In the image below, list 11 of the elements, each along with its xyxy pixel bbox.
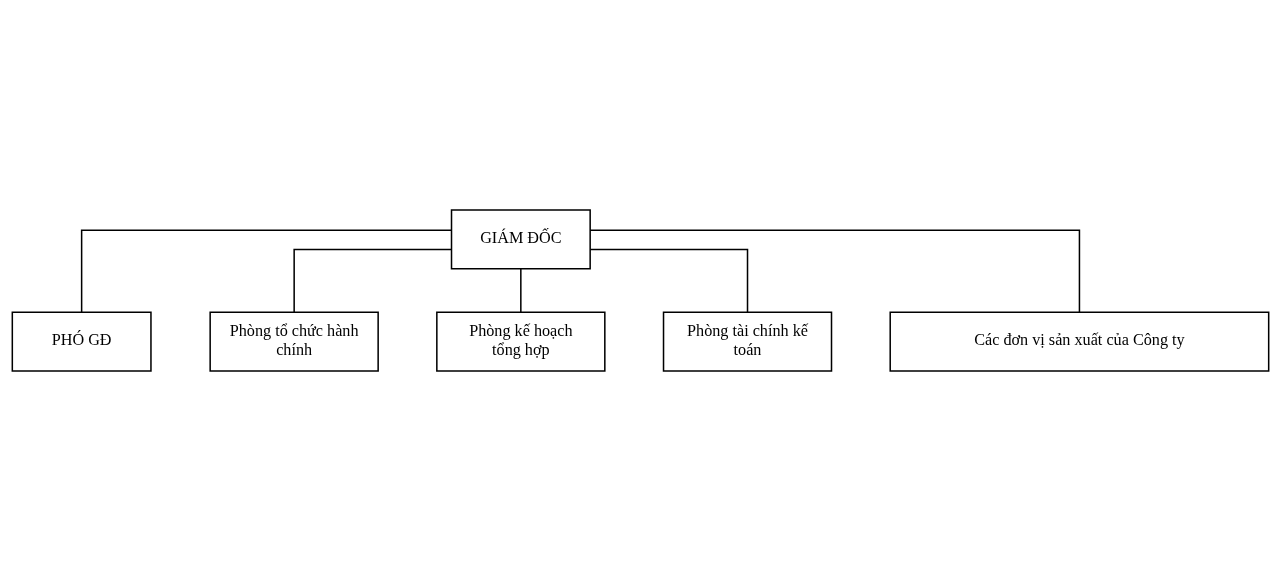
connector [80, 229, 452, 313]
node-box: Phòng kế hoạch tổng hợp [436, 311, 606, 372]
node-box: Các đơn vị sản xuất của Công ty [889, 311, 1270, 372]
connector [589, 229, 1081, 313]
connector [589, 248, 749, 313]
node-box: Phòng tài chính kế toán [662, 311, 833, 372]
node-box: GIÁM ĐỐC [450, 209, 591, 270]
connector [293, 248, 453, 313]
connector [520, 268, 522, 313]
node-box: Phòng tổ chức hành chính [209, 311, 379, 372]
node-box: PHÓ GĐ [11, 311, 152, 372]
